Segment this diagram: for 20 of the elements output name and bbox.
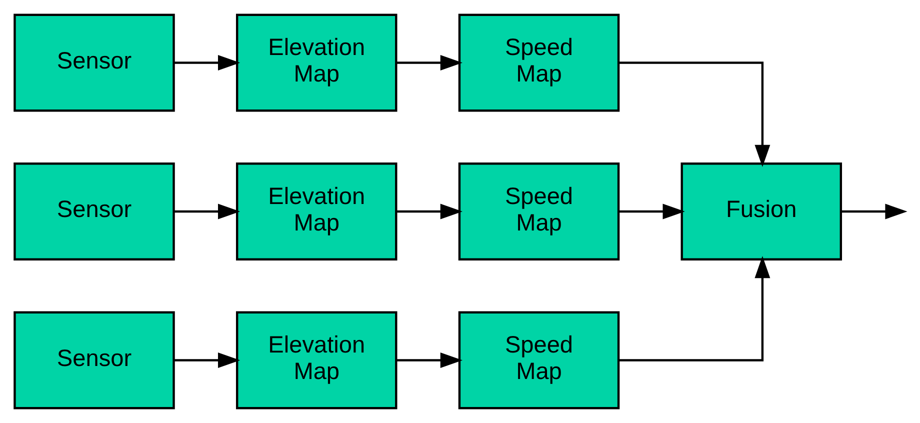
arrow [841,204,908,220]
arrow [619,62,770,167]
arrow [396,204,462,220]
node-box: Elevation Map [236,162,398,260]
arrow [396,352,462,368]
node-box: Sensor [14,311,175,410]
node-box: Fusion [680,162,842,260]
node-box: Speed Map [458,162,620,260]
arrow [396,55,462,70]
node-box: Sensor [14,14,175,112]
arrow [618,204,685,220]
arrow [174,204,240,220]
arrow [174,352,240,368]
arrow [619,256,770,362]
node-box: Elevation Map [236,311,398,410]
node-box: Speed Map [458,14,620,112]
node-box: Sensor [14,162,175,260]
arrow [174,55,240,70]
node-box: Speed Map [458,311,620,410]
node-box: Elevation Map [236,14,398,112]
